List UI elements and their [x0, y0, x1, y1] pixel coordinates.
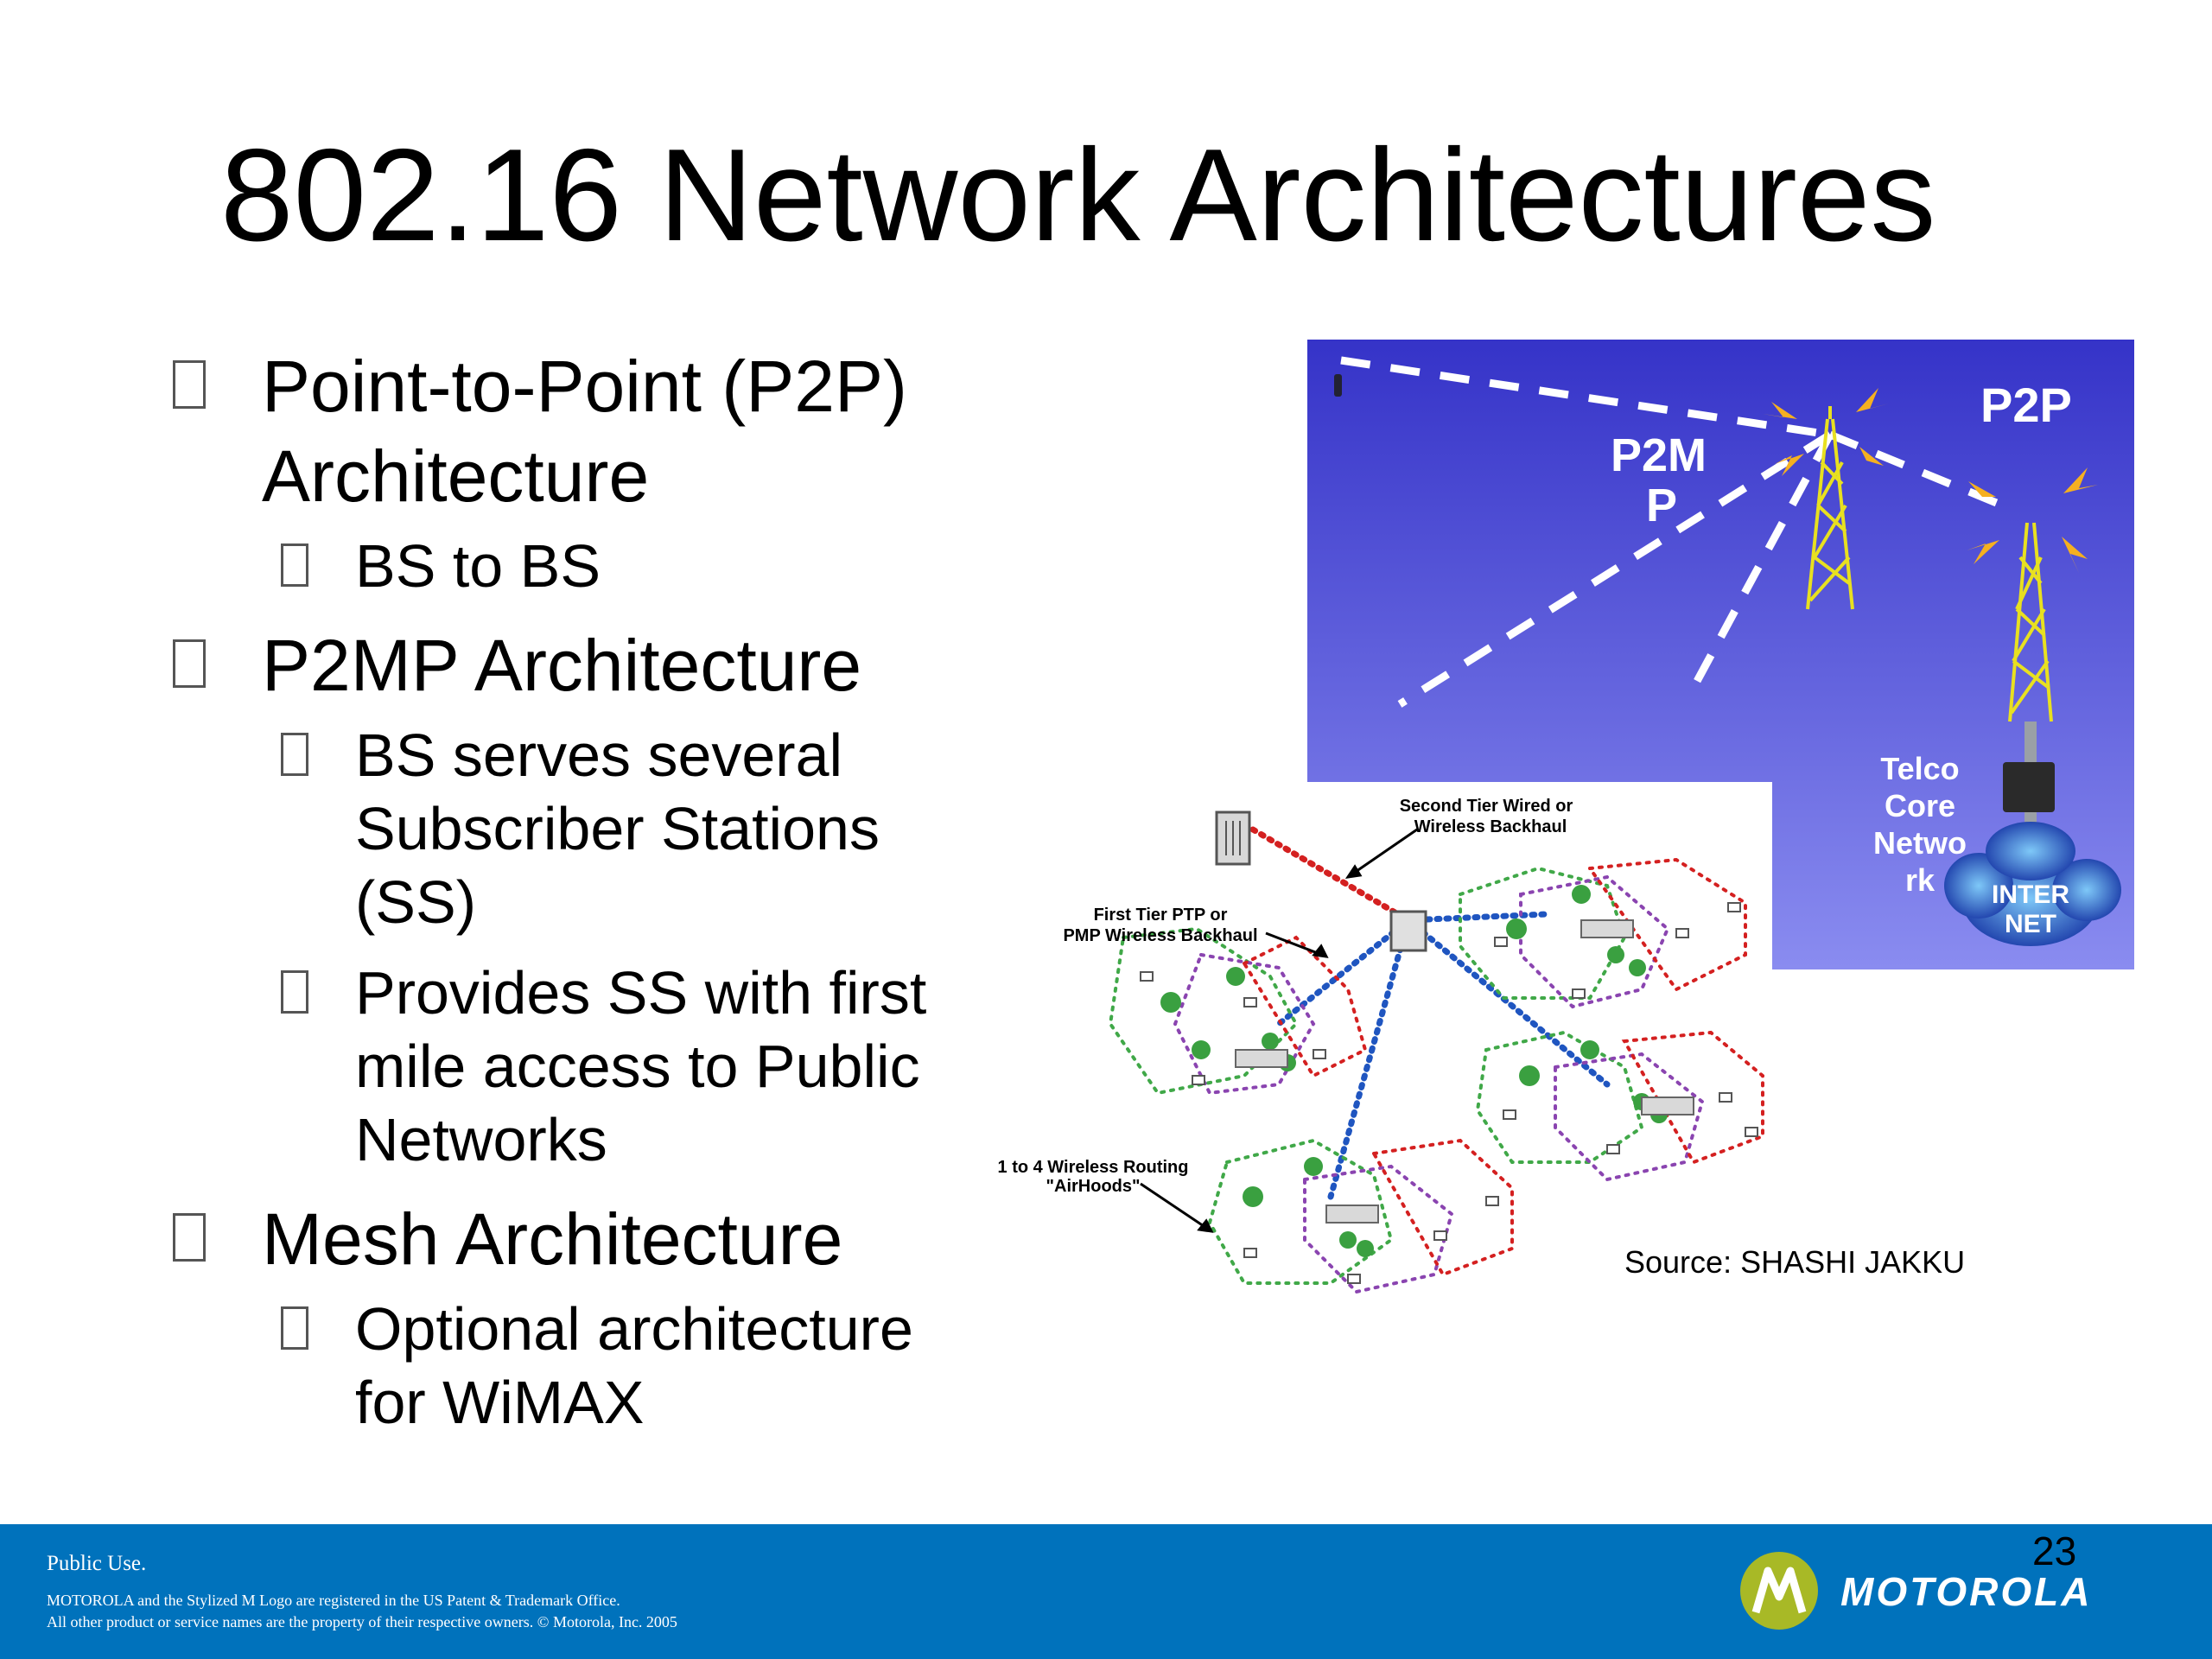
slide-title: 802.16 Network Architectures — [220, 122, 1936, 269]
callout-arrows — [1140, 828, 1418, 1233]
airhood — [1459, 857, 1747, 1009]
office-building-icon — [1215, 810, 1251, 866]
sub-bullet-text: BS to BS — [355, 532, 601, 600]
sky-panel — [1307, 340, 2134, 969]
sub-bullet-text: Optional architecture for WiMAX — [355, 1295, 913, 1436]
bullet-text: Mesh Architecture — [262, 1198, 843, 1280]
legal-notice: MOTOROLA and the Stylized M Logo are reg… — [47, 1590, 677, 1633]
callout-line: Second Tier Wired or — [1400, 797, 1573, 816]
motorola-logo-icon — [1740, 1552, 1818, 1630]
bullet-p2p: Point-to-Point (P2P) Architecture — [173, 341, 968, 521]
p2mp-label: P — [1646, 480, 1677, 531]
p2p-label: P2P — [1980, 378, 2072, 432]
bullet-text: P2MP Architecture — [262, 625, 862, 706]
bullet-box-icon — [173, 1213, 206, 1262]
sub-bullet-text: BS serves several Subscriber Stations (S… — [355, 721, 880, 936]
first-tier-label: First Tier PTP or PMP Wireless Backhaul — [1063, 906, 1257, 945]
callout-line: 1 to 4 Wireless Routing — [998, 1158, 1189, 1177]
internet-label-line: NET — [2005, 910, 2056, 938]
internet-label-line: INTER — [1992, 880, 2069, 909]
motorola-wordmark: MOTOROLA — [1840, 1569, 2093, 1614]
telco-label-line: Netwo — [1873, 825, 1967, 861]
routing-label: 1 to 4 Wireless Routing "AirHoods" — [998, 1158, 1189, 1196]
wireless-links — [1340, 356, 2005, 708]
callout-line: "AirHoods" — [1046, 1177, 1141, 1196]
internet-cloud-icon — [1944, 822, 2121, 946]
lightning-icon — [1763, 388, 2098, 573]
hub-building-icons — [1235, 919, 1694, 1224]
p2mp-label: P2M — [1611, 429, 1707, 481]
sub-bullet: BS to BS — [281, 530, 968, 603]
bullet-box-icon — [281, 733, 308, 776]
airhood — [1207, 1138, 1514, 1294]
public-use-label: Public Use. — [47, 1552, 147, 1575]
legal-line: MOTOROLA and the Stylized M Logo are reg… — [47, 1592, 620, 1609]
network-diagram: P2P P2M P Telco Core Netwo rk INTER NET — [998, 340, 2134, 1294]
sub-bullet: Optional architecture for WiMAX — [281, 1293, 968, 1440]
telco-label-line: rk — [1905, 862, 1936, 898]
router-box-icon — [2003, 762, 2055, 812]
telco-label: Telco Core Netwo rk — [1873, 751, 1967, 898]
airhood — [1475, 1030, 1764, 1182]
bullet-box-icon — [281, 543, 308, 587]
tower-icon — [2008, 522, 2053, 722]
telco-label-line: Core — [1885, 788, 1955, 823]
bullet-box-icon — [173, 639, 206, 688]
house-icons — [1140, 902, 1758, 1284]
bullet-box-icon — [281, 1306, 308, 1350]
bullet-list: Point-to-Point (P2P) Architecture BS to … — [173, 341, 968, 1457]
bullet-text: Point-to-Point (P2P) Architecture — [262, 346, 907, 517]
footer-bar: Public Use. MOTOROLA and the Stylized M … — [0, 1524, 2212, 1659]
airhood — [1108, 926, 1368, 1096]
source-caption: Source: SHASHI JAKKU — [1624, 1244, 1966, 1280]
slide-number: 23 — [2032, 1529, 2077, 1573]
subscriber-icon — [1334, 374, 1342, 397]
bullet-mesh: Mesh Architecture — [173, 1194, 968, 1284]
bullet-p2mp: P2MP Architecture — [173, 620, 968, 710]
telco-label-line: Telco — [1880, 751, 1959, 786]
bullet-box-icon — [173, 360, 206, 409]
callout-line: Wireless Backhaul — [1414, 817, 1567, 836]
tower-icon — [1806, 406, 1854, 610]
callout-line: First Tier PTP or — [1094, 906, 1228, 925]
callout-line: PMP Wireless Backhaul — [1063, 926, 1257, 945]
base-station-icon — [1389, 910, 1427, 952]
sub-bullet: Provides SS with first mile access to Pu… — [281, 957, 968, 1177]
legal-line: All other product or service names are t… — [47, 1613, 677, 1630]
bullet-box-icon — [281, 970, 308, 1014]
sub-bullet-text: Provides SS with first mile access to Pu… — [355, 959, 927, 1173]
second-tier-label: Second Tier Wired or Wireless Backhaul — [1400, 797, 1573, 836]
internet-label: INTER NET — [1992, 880, 2069, 938]
sub-bullet: BS serves several Subscriber Stations (S… — [281, 719, 968, 939]
